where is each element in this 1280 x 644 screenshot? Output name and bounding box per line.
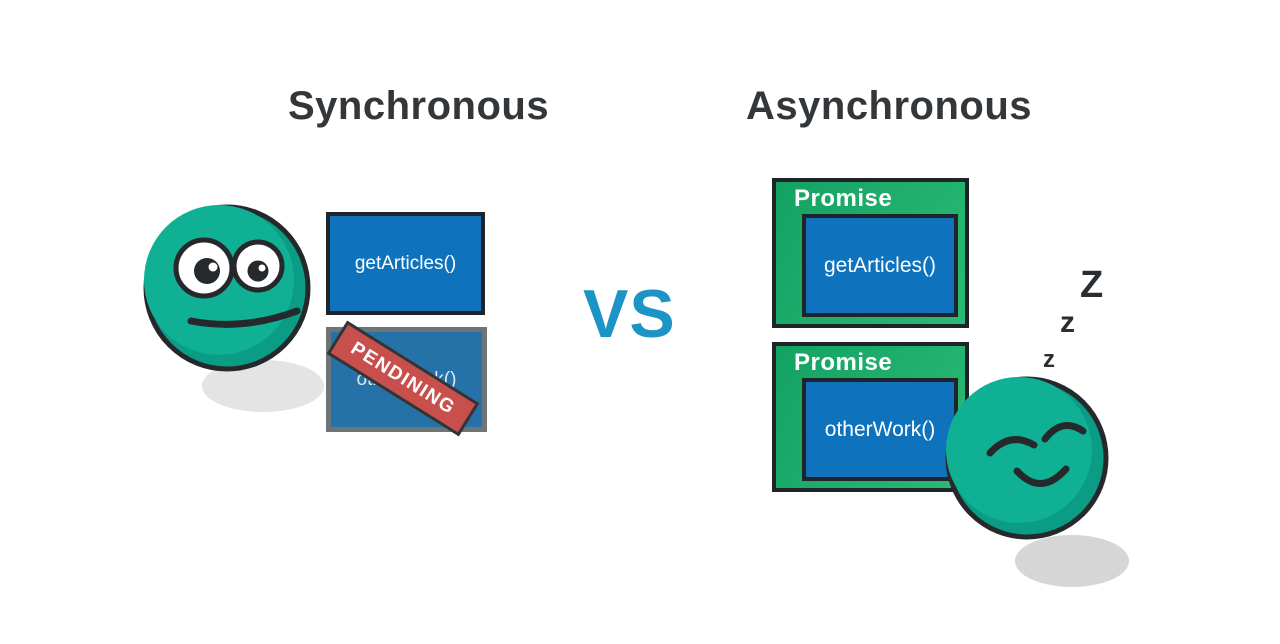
- sleep-z-small: z: [1043, 346, 1055, 373]
- sleeping-face-right-eye: [1041, 422, 1087, 443]
- sync-getarticles-box: getArticles(): [326, 212, 485, 315]
- worried-face-mouth: [187, 307, 301, 328]
- sleeping-face-mouth: [1013, 465, 1070, 487]
- worried-face-shadow: [202, 360, 324, 412]
- promise-box-2: Promise otherWork(): [772, 342, 969, 492]
- async-getarticles-box: getArticles(): [802, 214, 958, 317]
- vs-label: VS: [583, 276, 676, 352]
- sleep-z-large: Z: [1080, 264, 1104, 306]
- synchronous-heading: Synchronous: [288, 84, 550, 128]
- worried-face-right-eye: [231, 239, 285, 293]
- sleeping-face-shadow: [1015, 535, 1129, 587]
- worried-face-icon: [143, 204, 324, 412]
- sleep-z-medium: z: [1060, 306, 1075, 339]
- promise-box-1: Promise getArticles(): [772, 178, 969, 328]
- async-getarticles-label: getArticles(): [823, 253, 937, 277]
- async-otherwork-label: otherWork(): [824, 417, 936, 441]
- sync-getarticles-label: getArticles(): [354, 252, 457, 274]
- worried-face-left-eye: [173, 237, 235, 299]
- promise-2-label: Promise: [794, 349, 893, 376]
- sleeping-face-left-eye: [986, 436, 1038, 457]
- asynchronous-heading: Asynchronous: [746, 84, 1033, 128]
- sleeping-face-icon: [945, 376, 1129, 587]
- promise-1-label: Promise: [794, 185, 893, 212]
- async-otherwork-box: otherWork(): [802, 378, 958, 481]
